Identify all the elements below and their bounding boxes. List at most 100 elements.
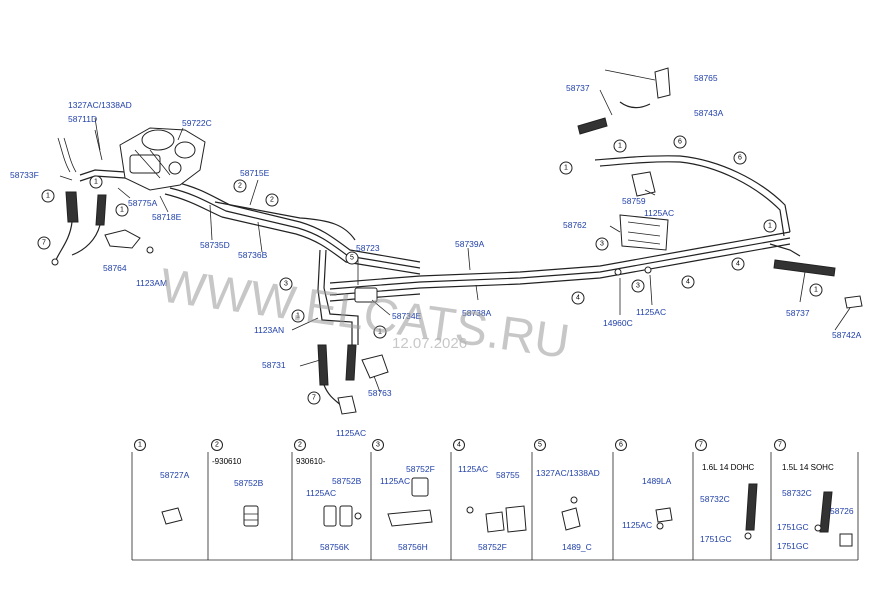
bracket-58764 [104,229,141,249]
svg-text:3: 3 [636,283,640,290]
callout-7: 7 [307,391,321,405]
part-label: 58762 [563,220,587,230]
svg-text:2: 2 [298,442,302,449]
callout-2: 2 [233,179,247,193]
svg-text:7: 7 [699,442,703,449]
part-label: 58775A [128,198,158,208]
svg-text:58756K: 58756K [320,542,350,552]
callout-4: 4 [731,257,745,271]
part-label: 1125AC [636,307,666,317]
svg-text:6: 6 [619,442,623,449]
svg-text:58752B: 58752B [332,476,362,486]
svg-text:4: 4 [686,279,690,286]
svg-text:1751GC: 1751GC [777,541,809,551]
part-label: 59722C [182,118,212,128]
hose-58737-upper [577,117,608,135]
svg-text:1: 1 [814,287,818,294]
callout-2: 2 [265,193,279,207]
svg-text:7: 7 [42,240,46,247]
callout-5: 5 [345,251,359,265]
callout-1: 1 [559,161,573,175]
heat-shield-58762 [619,214,669,251]
part-label: 58735D [200,240,230,250]
svg-text:7: 7 [312,395,316,402]
svg-text:58752F: 58752F [406,464,435,474]
part-label: 58715E [240,168,270,178]
part-label: 58738A [462,308,492,318]
svg-text:58727A: 58727A [160,470,190,480]
svg-text:6: 6 [678,139,682,146]
part-label: 58764 [103,263,127,273]
callout-markers: 1 1 1 7 2 2 5 3 1 1 7 4 3 3 4 4 6 6 1 1 … [37,135,823,405]
legend-panel-1: 1 58727A [134,439,190,525]
svg-text:1125AC: 1125AC [622,520,652,530]
svg-text:58755: 58755 [496,470,520,480]
svg-text:1.5L 14 SOHC: 1.5L 14 SOHC [782,463,834,472]
fitting-58742a [844,295,863,309]
legend-panel-5: 5 1327AC/1338AD 1489_C [534,439,600,552]
svg-text:3: 3 [600,241,604,248]
part-label: 58723 [356,243,380,253]
svg-text:5: 5 [538,442,542,449]
svg-text:1327AC/1338AD: 1327AC/1338AD [536,468,600,478]
part-label: 1125AC [336,428,366,438]
callout-1: 1 [115,203,129,217]
parts [51,67,863,415]
callout-1: 1 [41,189,55,203]
watermark-date: 12.07.2026 [392,335,467,352]
svg-text:58756H: 58756H [398,542,428,552]
svg-text:4: 4 [457,442,461,449]
svg-text:1: 1 [94,179,98,186]
callout-6: 6 [733,151,747,165]
callout-3: 3 [595,237,609,251]
svg-text:-930610: -930610 [212,457,242,466]
legend-panel-7b: 7 1.5L 14 SOHC 58732C 58726 1751GC 1751G… [774,439,854,551]
svg-text:1: 1 [564,165,568,172]
part-label: 58739A [455,239,485,249]
part-label: 58733F [10,170,39,180]
legend-panel-2a: 2 -930610 58752B [211,439,264,527]
svg-text:7: 7 [778,442,782,449]
part-number-labels: 1327AC/1338AD 58711D 59722C 58733F 58775… [10,73,862,438]
part-label: 58736B [238,250,268,260]
svg-text:1: 1 [378,329,382,336]
svg-text:1: 1 [618,143,622,150]
svg-text:1.6L 14 DOHC: 1.6L 14 DOHC [702,463,754,472]
part-label: 58718E [152,212,182,222]
part-label: 58763 [368,388,392,398]
bolt-1123am [146,246,154,254]
callout-1: 1 [613,139,627,153]
svg-text:1489_C: 1489_C [562,542,592,552]
svg-text:4: 4 [576,295,580,302]
part-label: 1123AM [136,278,167,288]
part-label: 1123AN [254,325,284,335]
svg-text:1: 1 [296,313,300,320]
part-label: 58765 [694,73,718,83]
legend-panel-3: 3 58752F 1125AC 58756H [372,439,435,552]
svg-text:5: 5 [350,255,354,262]
part-label: 58731 [262,360,286,370]
svg-text:58732C: 58732C [700,494,730,504]
bracket-58759 [631,171,656,197]
hose-58737-lower [773,259,836,277]
part-label: 58711D [68,114,97,124]
master-cylinder-assembly [119,127,206,191]
callout-1: 1 [809,283,823,297]
svg-text:4: 4 [736,261,740,268]
svg-text:58732C: 58732C [782,488,812,498]
bracket-58765 [654,67,671,99]
leader-lines [59,69,851,393]
svg-text:2: 2 [215,442,219,449]
svg-text:1125AC: 1125AC [380,476,410,486]
svg-text:930610-: 930610- [296,457,326,466]
legend-panel-6: 6 1489LA 1125AC [615,439,673,530]
callout-4: 4 [571,291,585,305]
callout-3: 3 [279,277,293,291]
watermark-text: WWW.ELCATS.RU [157,259,573,369]
svg-text:3: 3 [376,442,380,449]
legend-panel-2b: 2 930610- 58752B 1125AC 58756K [294,439,362,552]
svg-text:1751GC: 1751GC [777,522,809,532]
legend-panel-4: 4 1125AC 58755 58752F [453,439,527,552]
